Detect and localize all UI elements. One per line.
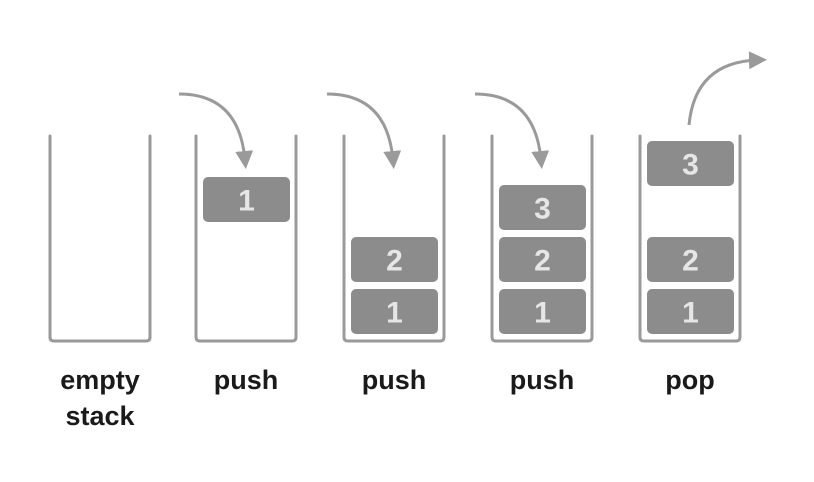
stack-block-1: 1 [203,177,290,222]
block-label: 3 [682,149,699,182]
block-label: 1 [386,297,403,330]
stack-container-2 [194,134,298,343]
push-arrow-icon [474,92,550,169]
block-label: 1 [682,297,699,330]
caption-push-2: push [319,362,469,398]
block-fill [647,289,734,334]
pop-arrow-icon [687,51,767,126]
stack-block-2: 2 [647,237,734,282]
block-fill [647,141,734,186]
push-arrow-icon [178,92,254,169]
block-label: 2 [386,245,403,278]
caption-push-3: push [467,362,617,398]
stack-container-1 [48,134,152,343]
caption-line: empty [60,365,140,395]
stack-container-5 [638,134,742,343]
block-fill [647,237,734,282]
caption-line: push [213,365,279,395]
stack-block-1: 1 [351,289,438,334]
caption-empty-stack: empty stack [25,362,175,434]
stack-block-3: 3 [499,185,586,230]
stack-container-3 [342,134,446,343]
block-label: 2 [534,245,551,278]
caption-line: push [509,365,575,395]
block-fill [499,289,586,334]
block-fill [203,177,290,222]
caption-line: pop [665,365,715,395]
block-fill [499,237,586,282]
push-arrow-icon [326,92,402,169]
stack-block-1: 1 [499,289,586,334]
caption-pop: pop [615,362,765,398]
block-label: 1 [238,185,255,218]
block-label: 3 [534,193,551,226]
block-fill [351,237,438,282]
caption-line: push [361,365,427,395]
block-label: 1 [534,297,551,330]
caption-line: stack [65,401,135,431]
caption-push-1: push [171,362,321,398]
popped-block-3: 3 [647,141,734,186]
block-fill [351,289,438,334]
stack-block-1: 1 [647,289,734,334]
stack-block-2: 2 [499,237,586,282]
block-fill [499,185,586,230]
stack-container-4 [490,134,594,343]
stack-block-2: 2 [351,237,438,282]
block-label: 2 [682,245,699,278]
